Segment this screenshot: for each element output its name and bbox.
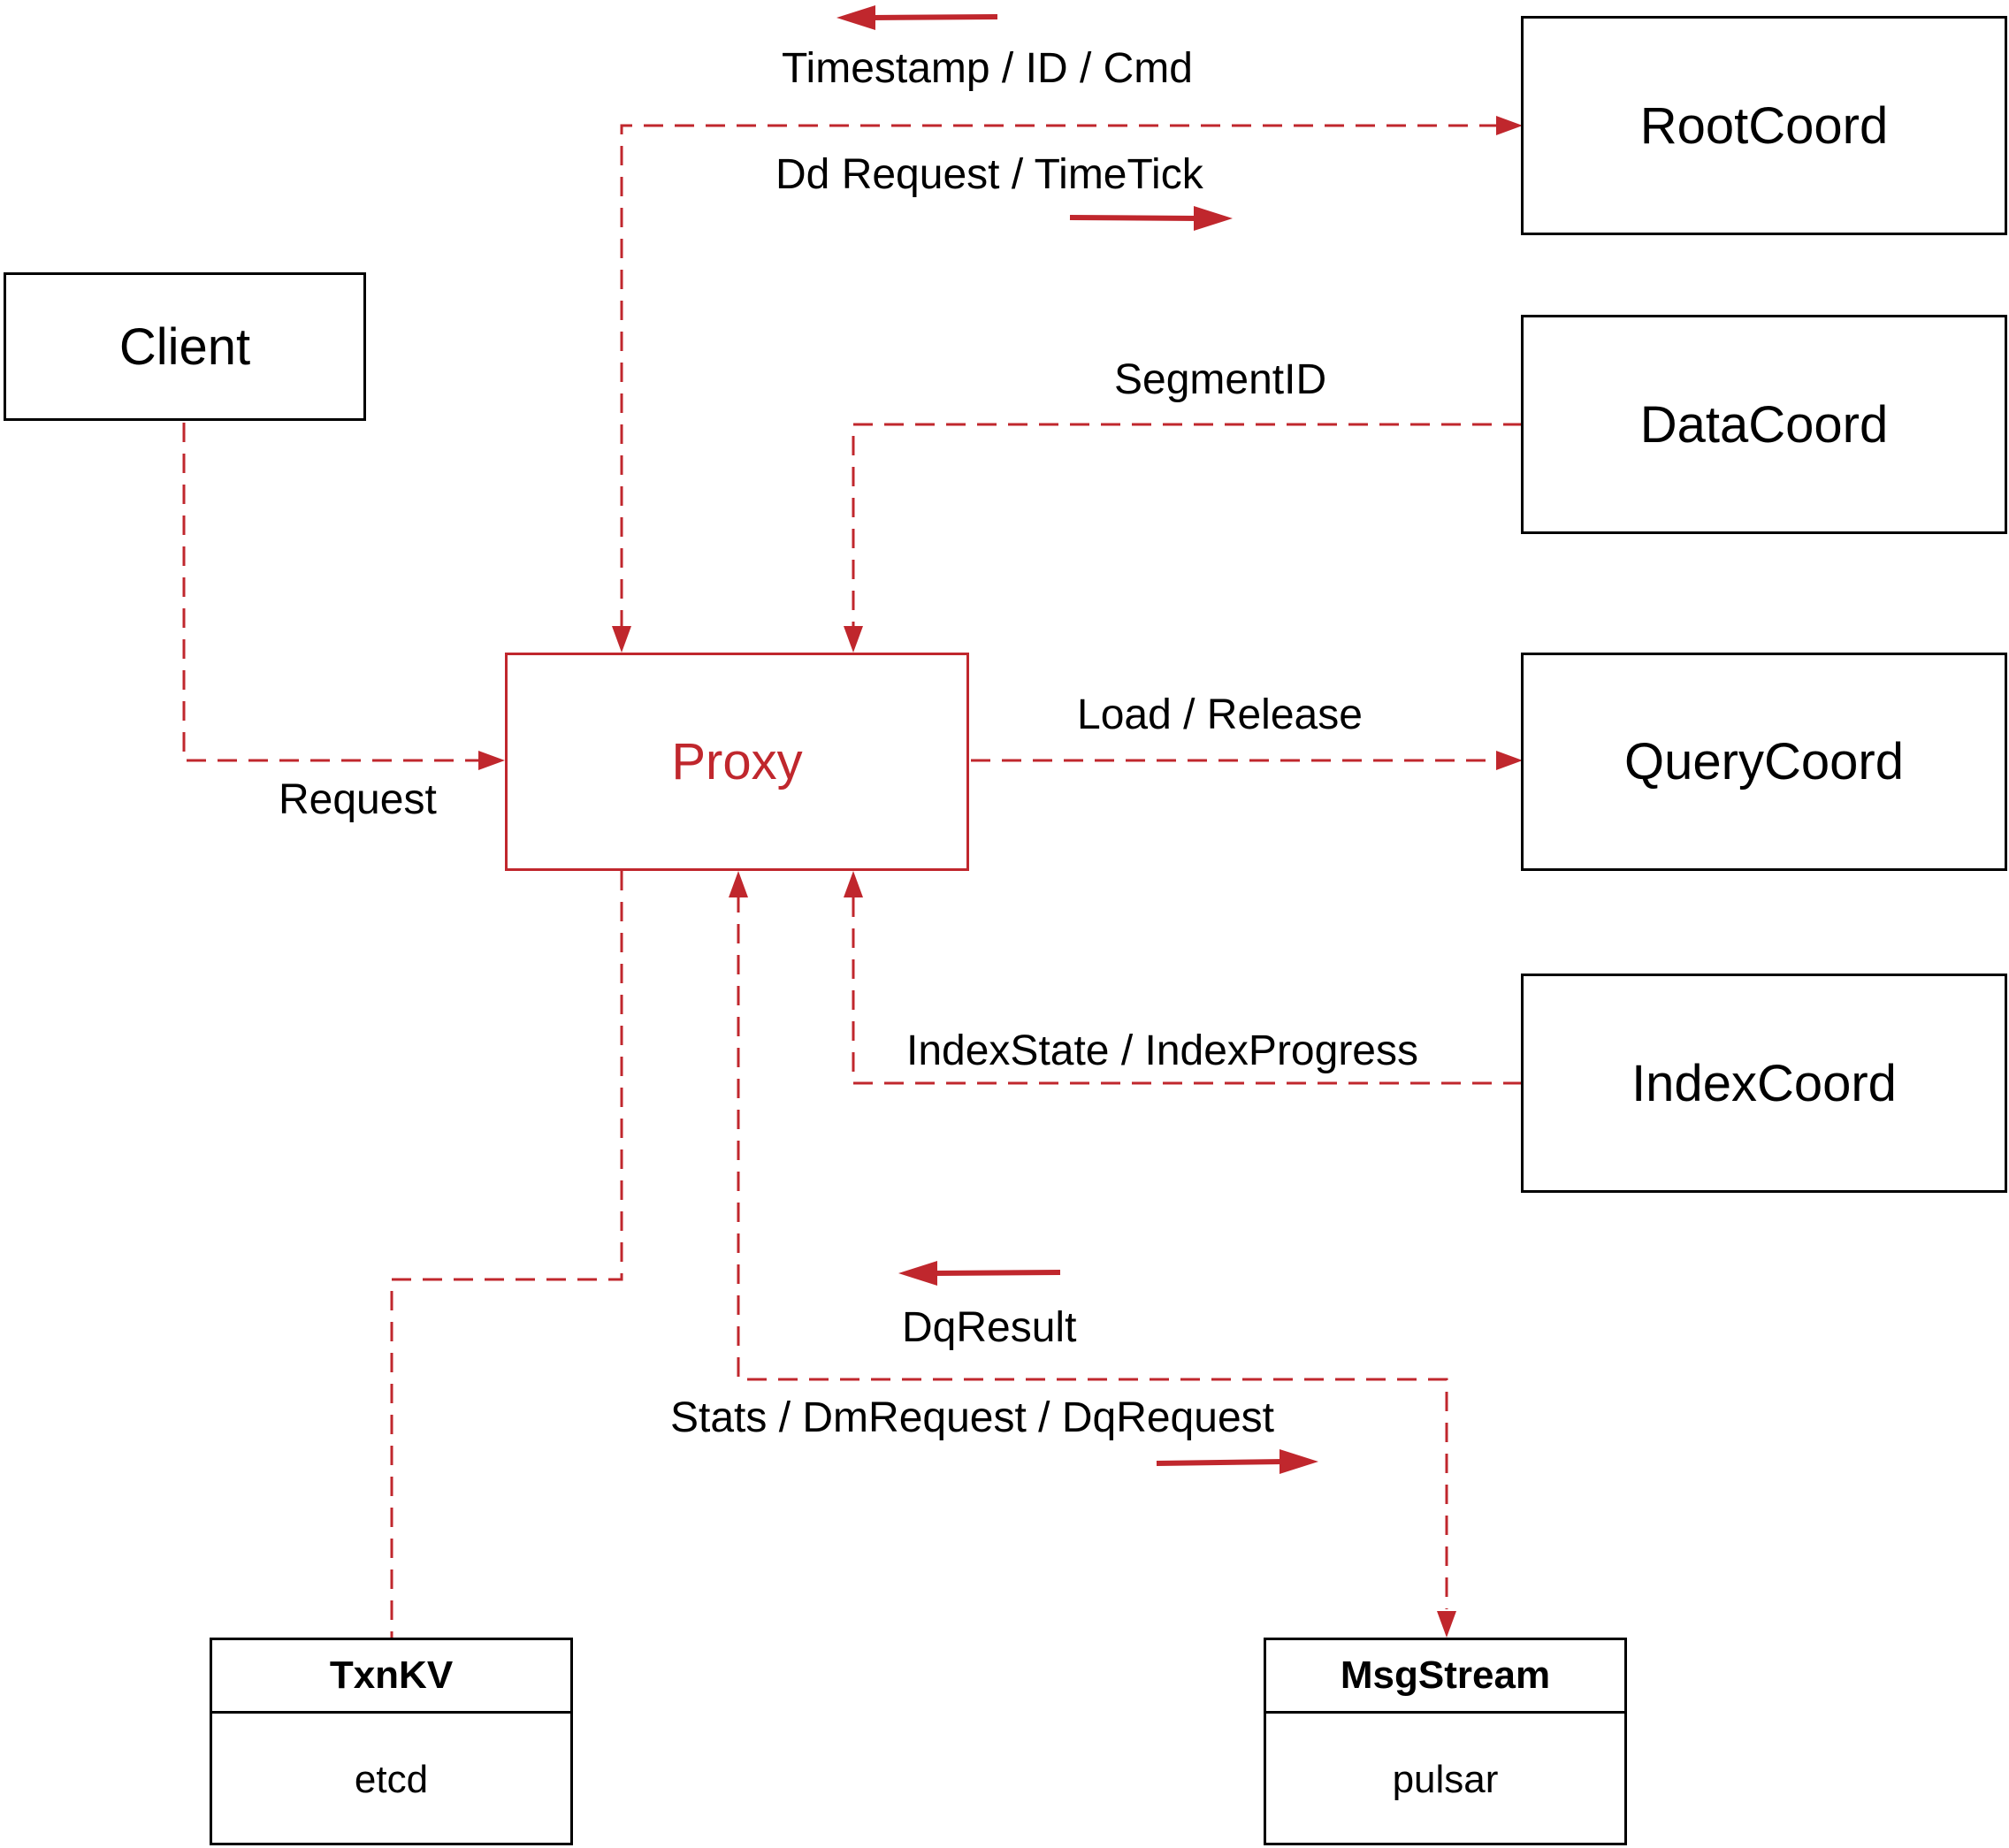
edge-proxy-txnkv	[390, 871, 623, 1638]
arrowhead-proxy-from-root	[612, 626, 631, 653]
indexcoord-label: IndexCoord	[1631, 1054, 1897, 1112]
querycoord-label: QueryCoord	[1624, 733, 1904, 790]
edge-proxy-rootcoord	[620, 124, 1501, 630]
label-index-state-progress: IndexState / IndexProgress	[906, 1027, 1418, 1074]
msgstream-node: MsgStream pulsar	[1264, 1638, 1627, 1845]
edge-proxy-msgstream	[737, 893, 1448, 1609]
datacoord-node: DataCoord	[1521, 315, 2007, 534]
arrowhead-msgstream	[1437, 1611, 1456, 1638]
rootcoord-label: RootCoord	[1639, 96, 1889, 155]
edge-client-proxy	[182, 423, 482, 762]
arrowhead-proxy-from-index	[844, 871, 863, 897]
datacoord-label: DataCoord	[1639, 395, 1889, 454]
txnkv-body: etcd	[354, 1758, 429, 1801]
direction-arrowhead-right-bottom	[1279, 1449, 1318, 1474]
direction-arrowhead-left-top	[836, 5, 875, 30]
direction-arrow-left-top	[870, 14, 998, 20]
indexcoord-node: IndexCoord	[1521, 974, 2007, 1193]
label-segment-id: SegmentID	[1114, 356, 1327, 403]
client-label: Client	[118, 317, 251, 376]
direction-arrowhead-left-bottom	[898, 1261, 937, 1286]
arrowhead-proxy-from-client	[478, 751, 505, 770]
label-timestamp-id-cmd: Timestamp / ID / Cmd	[782, 45, 1193, 92]
arrowhead-querycoord	[1496, 751, 1523, 770]
edge-datacoord-proxy	[852, 423, 1523, 630]
proxy-label: Proxy	[671, 733, 803, 790]
label-stats-dm-dq-request: Stats / DmRequest / DqRequest	[670, 1394, 1274, 1441]
direction-arrow-left-bottom	[932, 1270, 1061, 1276]
txnkv-node: TxnKV etcd	[210, 1638, 573, 1845]
label-dq-result: DqResult	[902, 1304, 1077, 1351]
msgstream-body: pulsar	[1392, 1758, 1499, 1801]
arrowhead-proxy-from-msgstream	[729, 871, 748, 897]
label-dd-request-timetick: Dd Request / TimeTick	[775, 151, 1203, 198]
client-node: Client	[4, 272, 366, 421]
proxy-node: Proxy	[505, 653, 969, 871]
msgstream-title: MsgStream	[1266, 1640, 1624, 1714]
direction-arrow-right-bottom	[1156, 1459, 1285, 1466]
label-request: Request	[279, 776, 437, 823]
arrowhead-proxy-from-data	[844, 626, 863, 653]
edge-indexcoord-proxy	[852, 893, 1523, 1085]
direction-arrowhead-right-top	[1194, 206, 1233, 231]
label-load-release: Load / Release	[1077, 691, 1363, 738]
rootcoord-node: RootCoord	[1521, 16, 2007, 235]
txnkv-title: TxnKV	[212, 1640, 570, 1714]
arrowhead-rootcoord	[1496, 116, 1523, 135]
querycoord-node: QueryCoord	[1521, 653, 2007, 871]
